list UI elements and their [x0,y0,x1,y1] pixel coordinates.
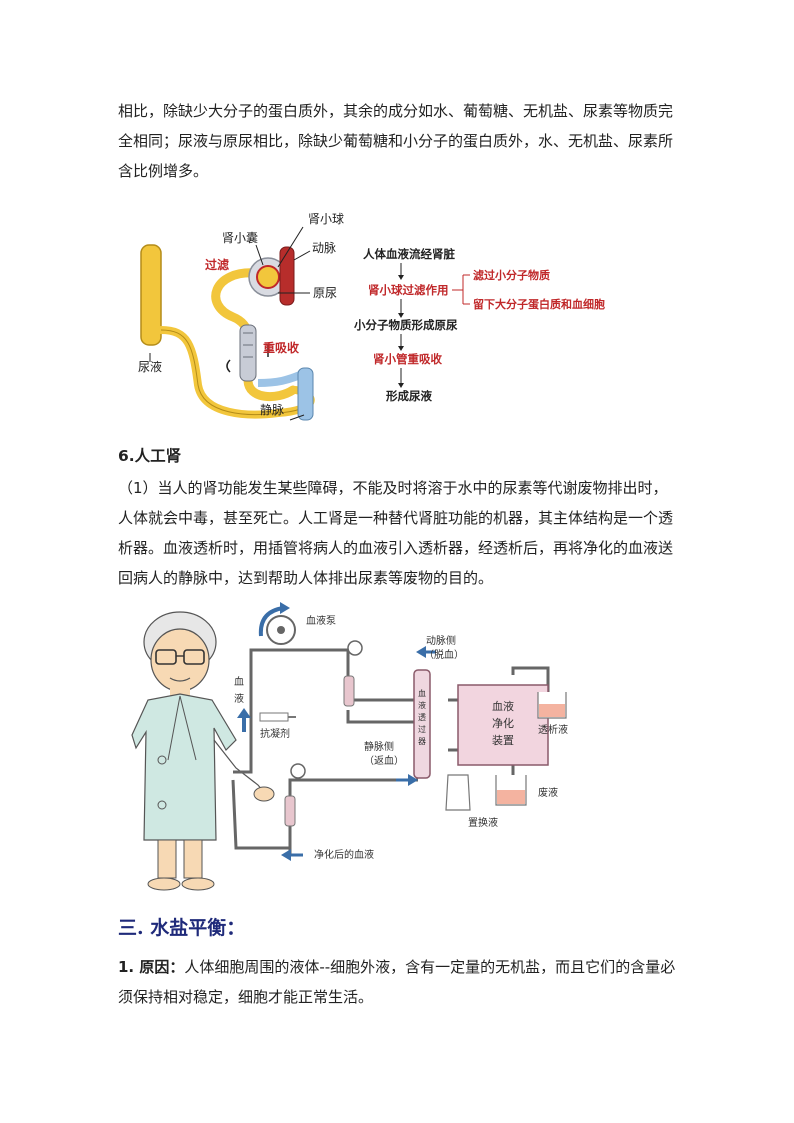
section-3-paragraph-text: 人体细胞周围的液体--细胞外液，含有一定量的无机盐，而且它们的含量必须保持相对稳… [118,958,676,1006]
glomerulus [256,265,280,289]
dialyzer-label: 血 液 透 过 器 [418,688,426,746]
section-6-heading: 6.人工肾 [118,447,182,465]
label-purified-blood: 净化后的血液 [314,848,374,861]
flow-step2: 肾小球过滤作用 [368,283,449,297]
svg-text:器: 器 [418,737,426,746]
label-vein-side: 静脉侧 [364,740,394,753]
flow-step1: 人体血液流经肾脏 [363,247,455,261]
patient-illustration [131,611,275,891]
flow-step5: 形成尿液 [386,389,432,403]
filtration-flowchart: 人体血液流经肾脏 肾小球过滤作用 滤过小分子物质 留下大分子蛋白质和血细胞 小分… [353,247,605,403]
label-artery-side: 动脉侧 [426,634,456,647]
label-vein-side-sub: （返血） [364,754,404,767]
label-blood-v2: 液 [234,692,244,705]
label-glomerulus: 肾小球 [308,212,344,226]
collecting-duct [140,244,162,346]
label-blood-pump: 血液泵 [306,614,336,627]
intro-paragraph: 相比，除缺少大分子的蛋白质外，其余的成分如水、葡萄糖、无机盐、尿素等物质完全相同… [118,102,674,180]
svg-text:血: 血 [418,688,426,698]
flow-branch1: 滤过小分子物质 [473,268,550,282]
flow-step3: 小分子物质形成原尿 [353,318,458,332]
section-6-paragraph: （1）当人的肾功能发生某些障碍，不能及时将溶于水中的尿素等代谢废物排出时，人体就… [118,479,674,587]
label-waste: 废液 [538,786,558,799]
label-blood-v1: 血 [234,675,244,688]
svg-text:装置: 装置 [492,734,514,747]
label-urine: 尿液 [138,359,162,374]
label-reabsorption: 重吸收 [263,340,299,355]
kidney-filtration-figure: 肾小球 肾小囊 动脉 过滤 原尿 重吸收 尿液 静脉 人体血液流经肾脏 肾小球过… [138,212,605,421]
label-anticoagulant: 抗凝剂 [260,727,290,740]
section-3-paragraph: 1. 原因：人体细胞周围的液体--细胞外液，含有一定量的无机盐，而且它们的含量必… [118,952,678,1012]
svg-text:血液: 血液 [492,699,514,713]
flow-step4: 肾小管重吸收 [373,352,442,366]
artery [279,246,295,306]
label-dialysate: 透析液 [538,723,568,736]
dialyzer [413,669,431,779]
section-3-paragraph-label: 1. 原因： [118,958,185,976]
blood-purification-device [457,684,549,766]
label-artery-side-sub: （脱血） [424,648,464,661]
section-3-heading: 三. 水盐平衡： [118,917,246,939]
label-filtration: 过滤 [205,257,229,272]
vein [297,367,314,421]
label-vein: 静脉 [260,402,284,417]
svg-text:净化: 净化 [492,716,514,730]
svg-text:过: 过 [418,724,426,734]
dialysis-figure: 血 液 透 过 器 血液 净化 装置 血液泵 血 液 动脉侧 （脱血） 抗凝剂 … [131,602,568,891]
flow-branch2: 留下大分子蛋白质和血细胞 [473,297,605,311]
label-primary-urine: 原尿 [313,286,337,300]
svg-text:液: 液 [418,700,426,710]
label-capsule: 肾小囊 [222,230,258,245]
label-artery: 动脉 [312,240,336,255]
svg-text:透: 透 [418,713,426,722]
label-replacement: 置换液 [468,816,498,829]
